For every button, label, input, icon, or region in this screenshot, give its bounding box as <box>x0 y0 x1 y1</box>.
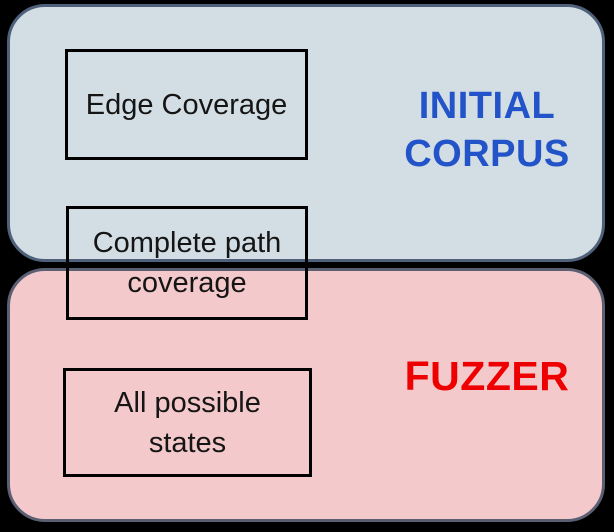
initial-corpus-label-line1: INITIAL <box>418 85 556 127</box>
edge-coverage-box: Edge Coverage <box>65 49 308 160</box>
initial-corpus-label: INITIAL CORPUS <box>372 82 602 178</box>
all-possible-states-box: All possible states <box>63 368 312 477</box>
fuzzer-label: FUZZER <box>372 352 602 400</box>
edge-coverage-label: Edge Coverage <box>85 88 288 121</box>
fuzzer-label-text: FUZZER <box>404 353 570 399</box>
complete-path-coverage-label: Complete path coverage <box>92 227 282 299</box>
all-possible-states-label: All possible states <box>114 386 261 459</box>
initial-corpus-label-line2: CORPUS <box>404 133 570 175</box>
complete-path-coverage-box: Complete path coverage <box>66 206 308 320</box>
